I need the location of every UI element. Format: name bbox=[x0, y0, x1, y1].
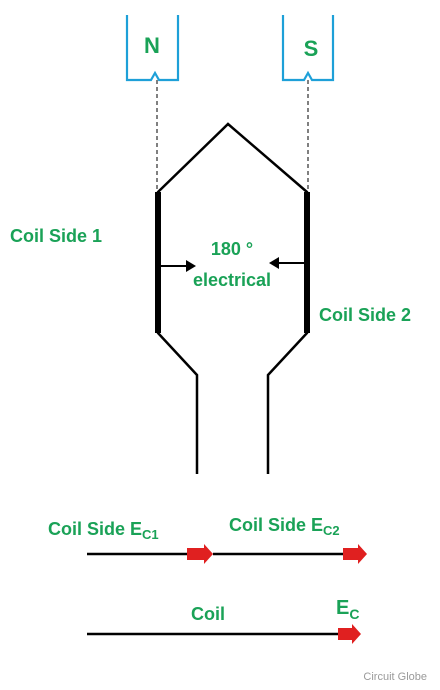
right-angle-arrow-head bbox=[269, 257, 279, 269]
ec2-phasor-arrow bbox=[343, 544, 367, 564]
north-pole-outline bbox=[125, 15, 180, 82]
ec1-label-subscript: C1 bbox=[142, 527, 159, 542]
emf-row-coil-sides: Coil Side EC1 Coil Side EC2 bbox=[48, 515, 367, 564]
ec-phasor-arrow bbox=[338, 624, 361, 644]
ec1-label-main: Coil Side E bbox=[48, 519, 142, 539]
coil-side-1-label: Coil Side 1 bbox=[10, 226, 102, 246]
ec1-phasor-arrow bbox=[187, 544, 213, 564]
left-angle-arrow-head bbox=[186, 260, 196, 272]
coil-shape bbox=[155, 122, 310, 474]
ec2-label-subscript: C2 bbox=[323, 523, 340, 538]
ec-label: EC bbox=[336, 597, 359, 622]
south-pole-outline bbox=[281, 15, 335, 82]
angle-arrows bbox=[161, 257, 304, 272]
watermark: Circuit Globe bbox=[363, 671, 427, 683]
emf-row-coil: Coil EC bbox=[87, 597, 361, 644]
ec-label-subscript: C bbox=[349, 606, 359, 622]
south-pole-label: S bbox=[304, 36, 319, 61]
ec2-label: Coil Side EC2 bbox=[229, 515, 340, 538]
ec1-label: Coil Side EC1 bbox=[48, 519, 159, 542]
ec2-label-main: Coil Side E bbox=[229, 515, 323, 535]
angle-value-label: 180 ° bbox=[211, 239, 253, 259]
north-pole-label: N bbox=[144, 33, 160, 58]
coil-emf-label: Coil bbox=[191, 604, 225, 624]
coil-outline bbox=[156, 122, 309, 474]
ec-label-main: E bbox=[336, 597, 349, 619]
coil-side-2-label: Coil Side 2 bbox=[319, 305, 411, 325]
south-pole: S bbox=[281, 15, 335, 82]
north-pole: N bbox=[125, 15, 180, 82]
angle-unit-label: electrical bbox=[193, 270, 271, 290]
